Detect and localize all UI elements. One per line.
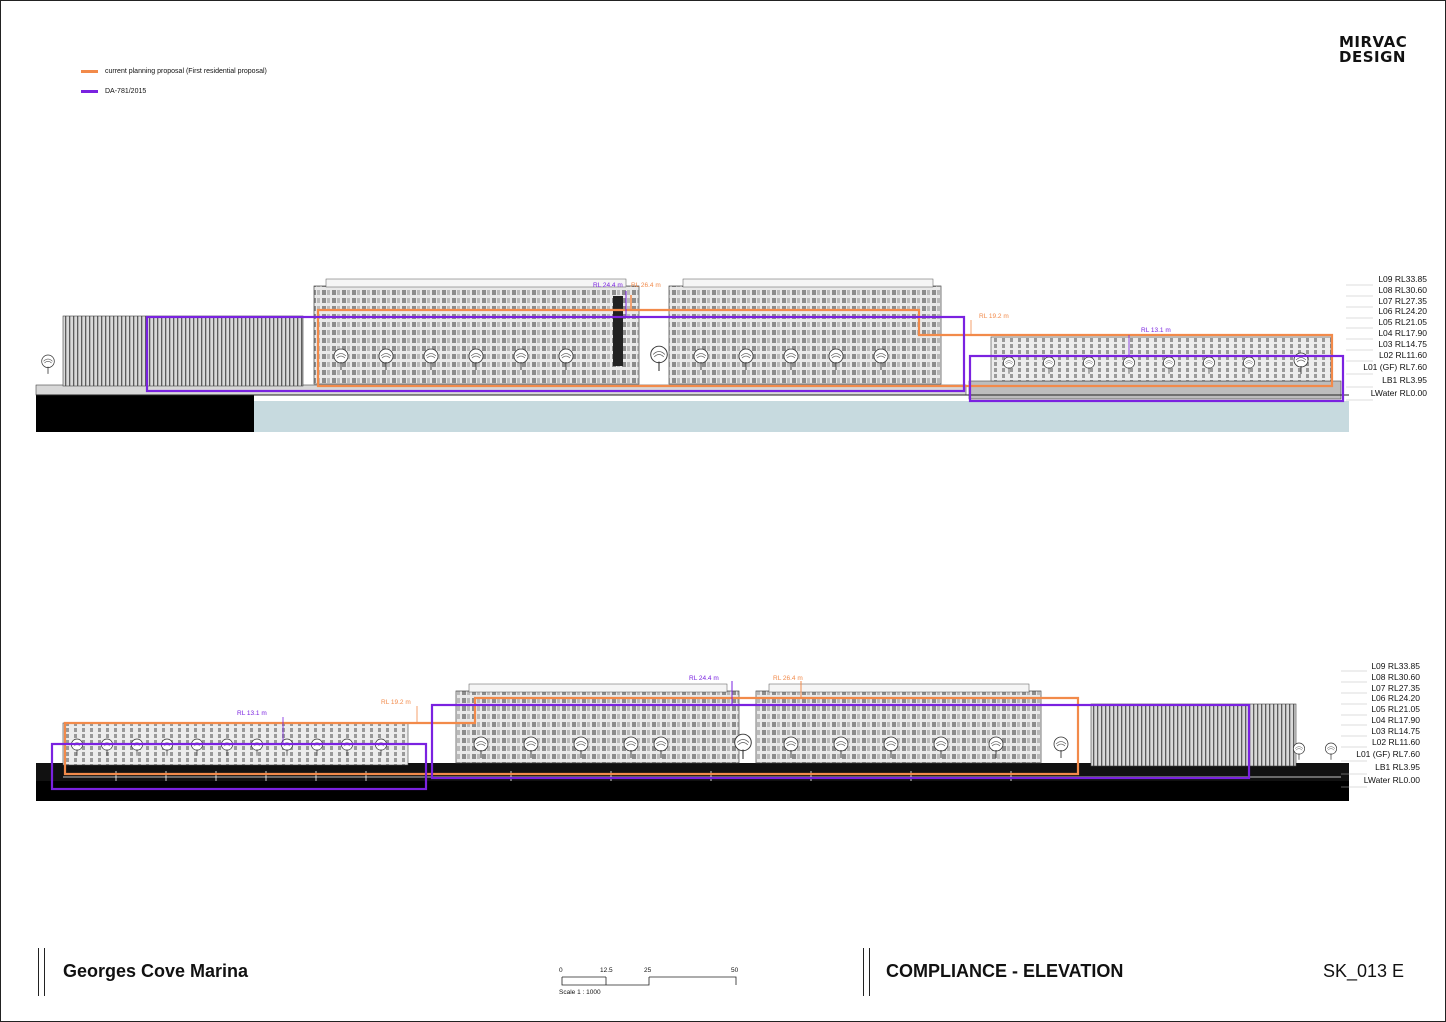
legend-label: current planning proposal (First residen… [105,68,267,75]
level-label: L03 RL14.75 [1378,338,1427,349]
mirvac-design-logo: MIRVAC DESIGN [1339,35,1407,65]
footer-divider [863,948,870,996]
level-label: L08 RL30.60 [1378,284,1427,295]
level-label: L02 RL11.60 [1378,349,1427,360]
rl-label: RL 13.1 m [1141,327,1171,334]
level-label: L07 RL27.35 [1371,682,1420,693]
rl-label: RL 26.4 m [773,675,803,682]
level-label: L01 (GF) RL7.60 [1356,749,1420,760]
top-east-podium [968,380,1342,400]
scale-tick-label: 12.5 [600,967,613,974]
level-label: L01 (GF) RL7.60 [1363,362,1427,373]
level-label: L07 RL27.35 [1378,295,1427,306]
top-basement-block [36,395,254,432]
rl-label: RL 19.2 m [381,699,411,706]
levels-top: L09 RL33.85 L08 RL30.60 L07 RL27.35 L06 … [1363,274,1427,399]
rl-label: RL 26.4 m [631,282,661,289]
top-east-building [990,336,1332,382]
bottom-da-envelope-east [430,703,1251,780]
purple-swatch-icon [81,90,98,93]
top-current-proposal-envelope [316,308,1334,388]
level-label: LB1 RL3.95 [1375,762,1420,773]
level-label: L06 RL24.20 [1371,693,1420,704]
orange-swatch-icon [81,70,98,73]
footer-divider [38,948,45,996]
scale-tick-label: 0 [559,967,563,974]
level-label: LB1 RL3.95 [1382,375,1427,386]
bottom-east-building [1090,703,1297,767]
project-title: Georges Cove Marina [63,961,249,981]
bottom-building-a [455,690,740,764]
level-label: L03 RL14.75 [1371,725,1420,736]
bottom-current-proposal-envelope [63,696,1080,776]
legend-item-da: DA-781/2015 [81,88,146,95]
level-label: L09 RL33.85 [1371,661,1420,671]
logo-line-2: DESIGN [1339,48,1406,66]
sheet-title: COMPLIANCE - ELEVATION [886,961,1124,981]
logo-line-1: MIRVAC [1339,33,1408,51]
level-label: L02 RL11.60 [1371,736,1420,747]
level-label: L04 RL17.90 [1371,714,1420,725]
level-label: L05 RL21.05 [1378,317,1427,328]
rl-label: RL 19.2 m [979,313,1009,320]
scale-tick-label: 50 [731,967,739,974]
rl-label: RL 24.4 m [689,675,719,682]
top-da-envelope-east [968,354,1345,403]
levels-bottom: L09 RL33.85 L08 RL30.60 L07 RL27.35 L06 … [1356,661,1420,786]
level-label: L09 RL33.85 [1378,274,1427,284]
level-label: L05 RL21.05 [1371,704,1420,715]
legend-label: DA-781/2015 [105,88,147,95]
top-building-b [668,285,942,385]
bottom-building-b [755,690,1042,764]
level-label: LWater RL0.00 [1370,387,1427,398]
scale-tick-label: 25 [644,967,652,974]
top-west-building [62,315,304,387]
legend-item-current-proposal: current planning proposal (First residen… [81,68,267,75]
bottom-waterline-base [36,781,1349,801]
bottom-elevation [36,670,1367,801]
level-label: L06 RL24.20 [1378,306,1427,317]
scale-label: Scale 1 : 1000 [559,989,601,996]
bottom-da-envelope-west [50,742,428,791]
level-label: L04 RL17.90 [1378,327,1427,338]
bottom-podium [36,763,1349,781]
rl-label: RL 24.4 m [593,282,623,289]
top-water [254,401,1349,432]
level-label: LWater RL0.00 [1363,774,1420,785]
rl-label: RL 13.1 m [237,710,267,717]
sheet-number: SK_013 E [1323,961,1405,981]
top-da-envelope-west [145,315,966,393]
level-label: L08 RL30.60 [1371,671,1420,682]
top-elevation [35,278,1373,432]
top-building-a [313,285,640,385]
scale-bar [561,976,737,986]
